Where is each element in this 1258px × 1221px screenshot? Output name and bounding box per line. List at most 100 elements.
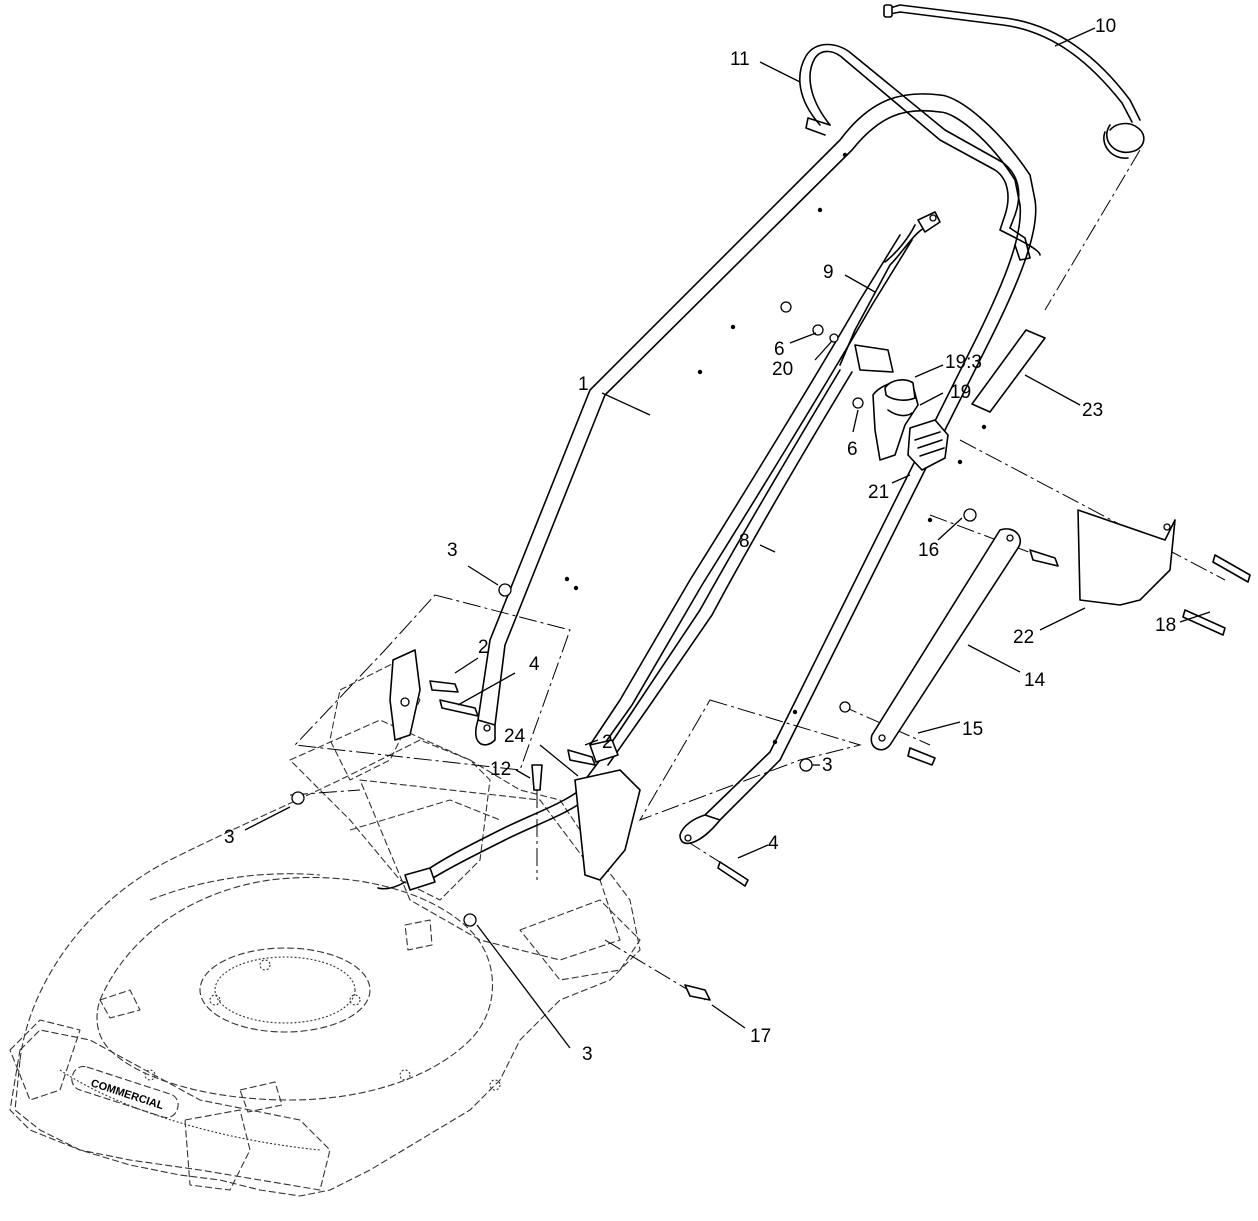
callout-16: 16 (918, 540, 939, 561)
callout-17: 17 (750, 1026, 771, 1047)
upper-handle-crossbar-inner (939, 111, 1021, 206)
callout-20: 20 (772, 359, 793, 380)
bail-outer (809, 50, 1041, 256)
deck-clip-1 (99, 989, 141, 1019)
deck-baffle-left (149, 873, 321, 901)
callout-22: 22 (1013, 627, 1034, 648)
brace-nut (839, 701, 851, 713)
upper-handle-left-end (475, 719, 496, 746)
bail-right-hook (1009, 227, 1031, 261)
callout-labels: 10 11 9 6 20 19:3 19 1 6 23 21 8 16 3 18… (224, 16, 1176, 1065)
deck-left-wheel-mount (9, 1019, 81, 1101)
callout-1: 1 (578, 374, 589, 395)
cable-9-end-eye (929, 214, 937, 222)
pin-17 (684, 984, 711, 1001)
washer-16 (963, 508, 977, 522)
callout-15: 15 (962, 719, 983, 740)
lower-handle-assembly (291, 508, 1251, 1001)
upper-handle-left-tube-outer (477, 93, 941, 721)
operator-bail (799, 43, 1041, 261)
upper-handle (475, 93, 1037, 845)
handle-brace-14 (870, 528, 1022, 751)
bolt-18-upper (1212, 554, 1251, 583)
callout-10: 10 (1095, 16, 1116, 37)
lower-cable-run-2 (424, 799, 586, 884)
left-handle-bracket (389, 649, 421, 741)
deck-branding-text: COMMERCIAL (89, 1077, 165, 1112)
callout-3-left: 3 (224, 827, 235, 848)
deck-engine-opening (199, 947, 371, 1033)
left-bracket-hole (400, 697, 410, 707)
deck-rear-housing (359, 779, 621, 961)
axis-handle-top (1044, 149, 1141, 311)
left-bracket-phantom-box (293, 594, 571, 771)
nut-6-lower (852, 397, 864, 409)
callout-11: 11 (730, 49, 750, 70)
control-rod-tip (883, 4, 893, 18)
axis-bolt-16 (929, 514, 1051, 561)
cable-9-main (589, 234, 901, 746)
deck-logo-plate: COMMERCIAL (71, 1065, 179, 1119)
deck-rear-wheel-mount (519, 899, 641, 981)
deck-rim-line (59, 1069, 321, 1151)
deck-boss-1 (144, 1069, 156, 1081)
bolt-2-right (567, 749, 596, 766)
bail-inner (799, 43, 1020, 229)
upper-handle-hole-left (483, 724, 491, 732)
callout-9: 9 (823, 262, 834, 283)
callout-24: 24 (504, 726, 526, 747)
cable-9-upper (839, 224, 931, 366)
brace-hole-bottom (878, 734, 886, 742)
shield-hole (1163, 523, 1171, 531)
callout-19: 19 (950, 382, 971, 403)
upper-handle-right-tube-inner (704, 204, 1022, 816)
cable-8-main (584, 369, 841, 781)
callout-4-left: 4 (529, 654, 540, 675)
upper-handle-hole-right (684, 834, 692, 842)
axis-bolt-18 (959, 439, 1226, 581)
upper-handle-crossbar-outer (939, 94, 1036, 201)
cable-9-upper-2 (884, 224, 916, 263)
upper-handle-right-tube-outer (719, 199, 1037, 821)
cables (377, 211, 941, 891)
callout-6-upper: 6 (774, 339, 785, 360)
callout-3-upper: 3 (447, 540, 458, 561)
bolt-16 (1029, 549, 1059, 567)
deck-inner-dome (96, 876, 494, 1101)
callout-6-lower: 6 (847, 439, 858, 460)
control-bracket-20 (854, 344, 894, 373)
deck-boss-2 (399, 1069, 411, 1081)
callout-23: 23 (1082, 400, 1103, 421)
deck-boss-4 (209, 994, 221, 1006)
deck-right-wheel-mount (184, 1109, 251, 1191)
deck-clip-2 (239, 1081, 283, 1113)
screw-12 (531, 764, 543, 791)
lower-cable-tail (377, 881, 406, 890)
cable-8-clamp (589, 739, 619, 763)
cable-8-main-2 (607, 371, 853, 766)
mower-deck: COMMERCIAL (9, 659, 641, 1197)
callout-3-right: 3 (822, 755, 833, 776)
nut-3-lower (463, 913, 477, 927)
control-rod-body-2 (889, 11, 1133, 123)
bail-left-hook (805, 117, 831, 136)
nut-near-9 (780, 301, 792, 313)
deck-boss-3 (489, 1079, 501, 1091)
lower-cable-connector (404, 867, 436, 891)
deck-clip-3 (404, 919, 433, 951)
upper-handle-left-tube-inner (494, 109, 941, 726)
callout-19-3: 19:3 (945, 352, 982, 373)
deck-baffle-right (349, 799, 501, 831)
callout-14: 14 (1024, 670, 1046, 691)
callout-2-right: 2 (602, 732, 613, 753)
deck-engine-ring (214, 956, 356, 1024)
control-assembly (780, 301, 949, 471)
grip-sleeve (971, 329, 1046, 413)
deck-discharge-chute (289, 719, 491, 901)
bolt-15 (907, 747, 936, 766)
control-rod (883, 4, 1145, 159)
handle-mount-dots (564, 152, 987, 745)
washer-20 (829, 333, 839, 343)
shield-22 (1077, 509, 1176, 606)
bolt-18-lower (1182, 609, 1226, 636)
